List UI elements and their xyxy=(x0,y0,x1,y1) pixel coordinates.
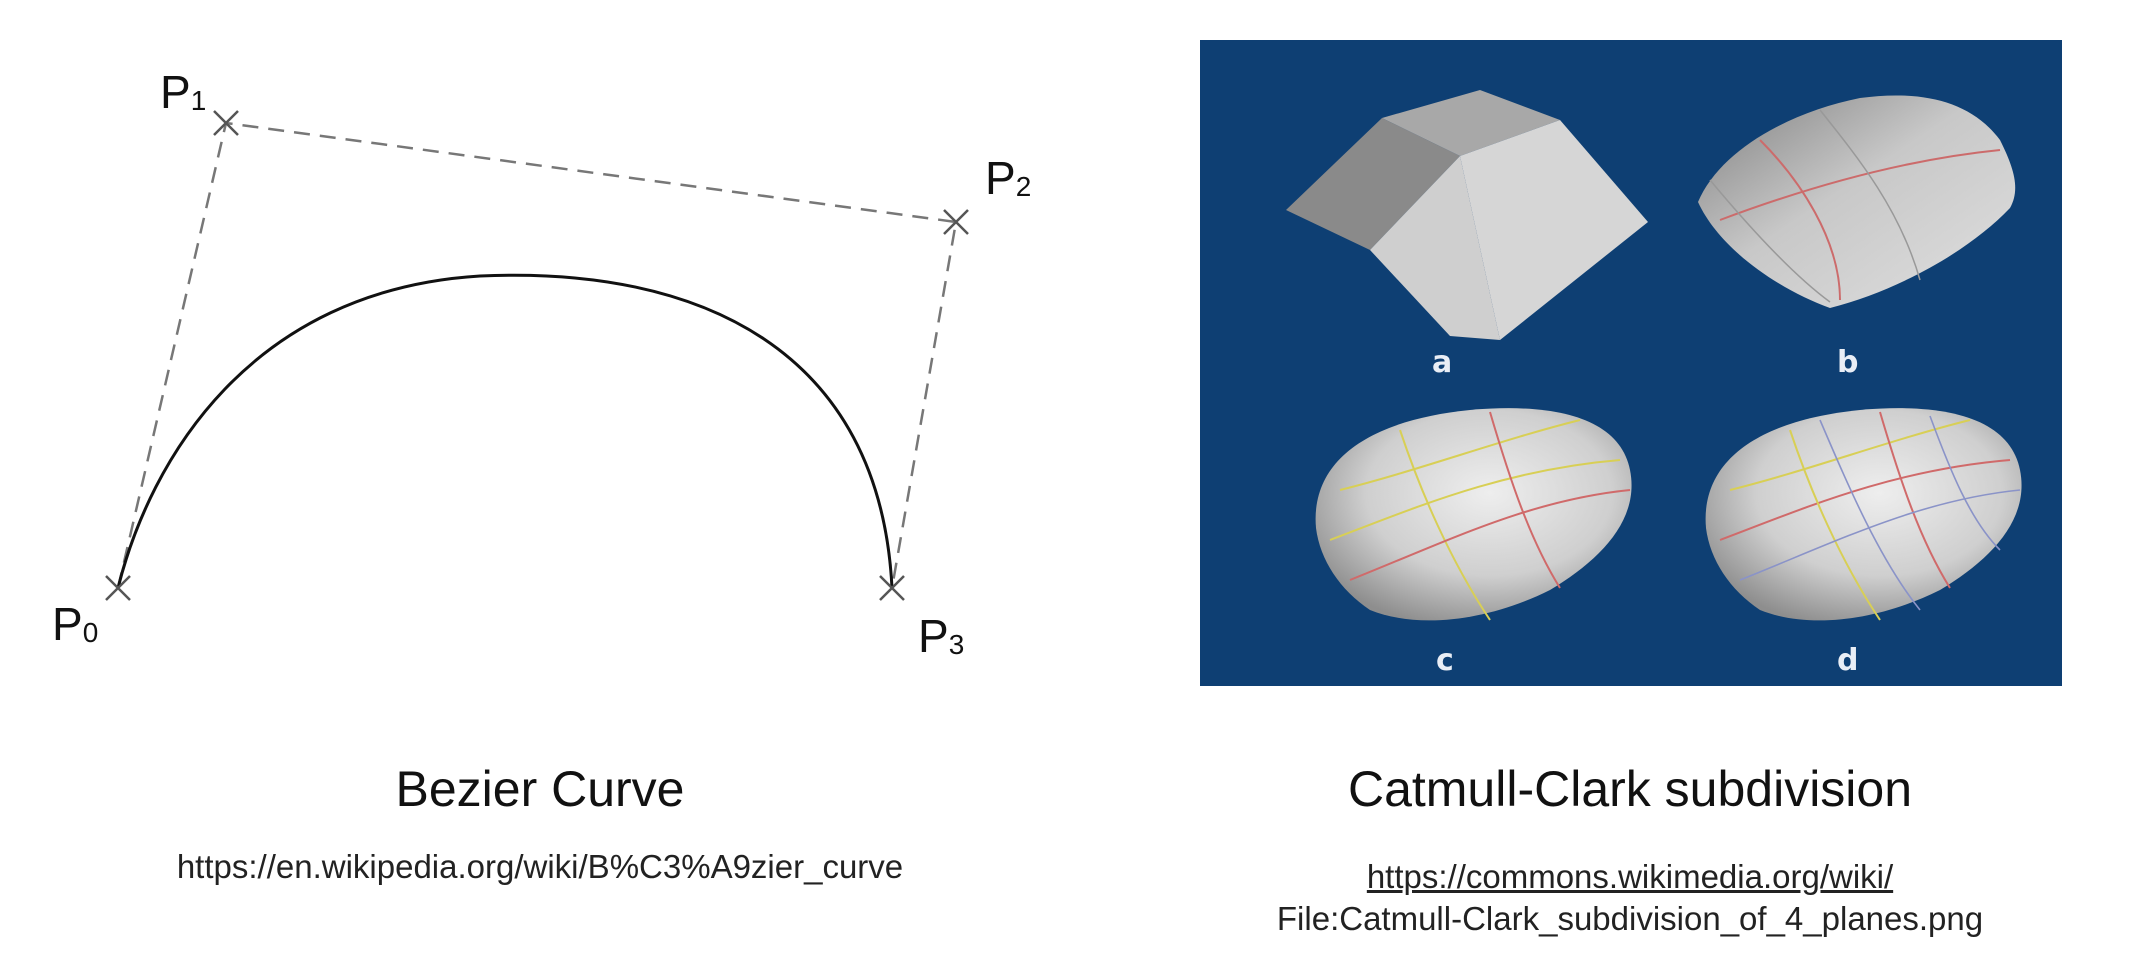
label-d: d xyxy=(1837,643,1858,678)
bezier-curve xyxy=(116,273,894,589)
mesh-b xyxy=(1698,95,2016,308)
bezier-caption: Bezier Curve xyxy=(395,761,685,817)
bezier-url[interactable]: https://en.wikipedia.org/wiki/B%C3%A9zie… xyxy=(176,848,904,885)
label-b: b xyxy=(1837,345,1858,380)
label-a: a xyxy=(1432,345,1452,380)
p3-label: P3 xyxy=(918,610,964,662)
label-c: c xyxy=(1436,643,1454,678)
control-point-markers xyxy=(105,110,969,601)
p0-label: P0 xyxy=(52,598,98,650)
p3-marker xyxy=(879,575,905,601)
catmull-url-line2[interactable]: File:Catmull-Clark_subdivision_of_4_plan… xyxy=(1276,900,1984,937)
catmull-url-line1[interactable]: https://commons.wikimedia.org/wiki/ xyxy=(1366,858,1894,895)
p2-marker xyxy=(943,209,969,235)
p2-label: P2 xyxy=(985,152,1031,204)
mesh-d xyxy=(1705,408,2022,621)
p1-label: P1 xyxy=(160,66,206,118)
control-polygon xyxy=(116,121,958,589)
catmull-clark-image: a b c xyxy=(1200,40,2062,686)
mesh-a xyxy=(1286,90,1648,340)
p0-marker xyxy=(105,575,131,601)
mesh-c xyxy=(1315,408,1632,621)
p1-marker xyxy=(213,110,239,136)
bezier-diagram: P0 P1 P2 P3 xyxy=(52,66,1031,662)
catmull-caption: Catmull-Clark subdivision xyxy=(1347,761,1913,817)
